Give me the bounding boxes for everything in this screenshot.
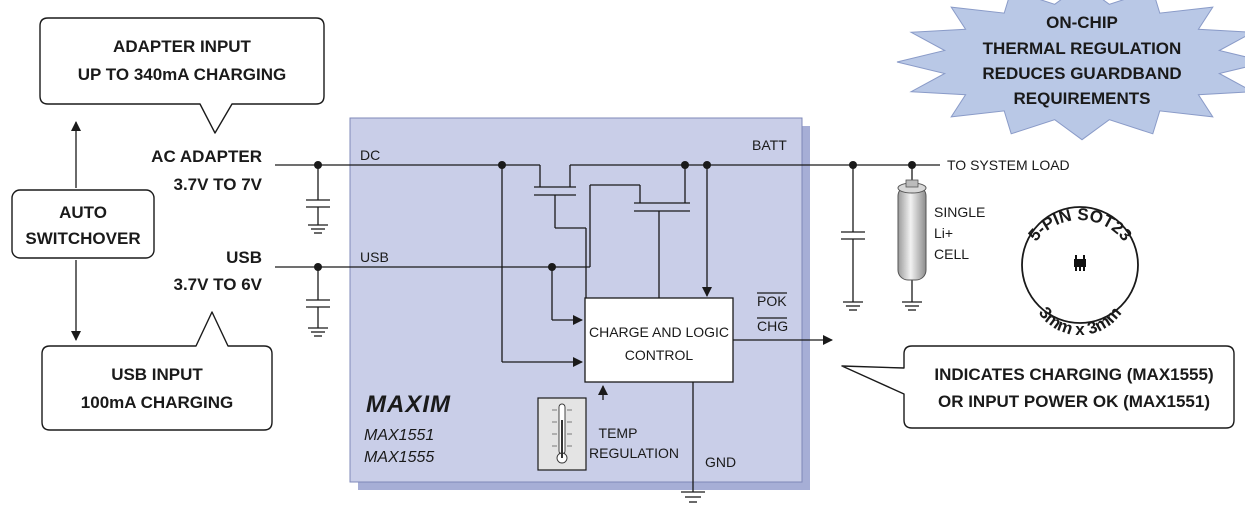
batt-pin-label: BATT	[752, 137, 787, 153]
dc-pin-label: DC	[360, 147, 380, 163]
package-badge: 5-PIN SOT23 3mm x 3mm	[1021, 205, 1139, 339]
auto-switchover-line-2: SWITCHOVER	[25, 229, 140, 248]
usb-input-callout: USB INPUT 100mA CHARGING	[41, 311, 273, 431]
ac-adapter-label: AC ADAPTER	[151, 147, 262, 166]
adapter-input-line-2: UP TO 340mA CHARGING	[78, 65, 286, 84]
starburst-line-1: ON-CHIP	[1046, 13, 1118, 32]
starburst-callout: ON-CHIP THERMAL REGULATION REDUCES GUARD…	[896, 0, 1245, 141]
system-load-label: TO SYSTEM LOAD	[947, 157, 1070, 173]
battery-icon	[897, 179, 927, 281]
adapter-input-callout: ADAPTER INPUT UP TO 340mA CHARGING	[39, 17, 325, 134]
adapter-input-line-1: ADAPTER INPUT	[113, 37, 252, 56]
circuit-wires	[275, 164, 940, 503]
auto-switchover-callout: AUTO SWITCHOVER	[11, 189, 155, 259]
usb-input-line-1: USB INPUT	[111, 365, 203, 384]
part-max1551: MAX1551	[364, 427, 434, 444]
chg-pin-label: CHG	[757, 318, 788, 334]
starburst-shape	[896, 0, 1245, 141]
usb-pin-label: USB	[360, 249, 389, 265]
starburst-line-2: THERMAL REGULATION	[983, 39, 1182, 58]
maxim-logo: MAXIM	[366, 391, 451, 418]
starburst-line-3: REDUCES GUARDBAND	[982, 64, 1181, 83]
auto-switchover-line-1: AUTO	[59, 203, 107, 222]
control-line-2: CONTROL	[625, 347, 694, 363]
usb-label: USB	[226, 248, 262, 267]
part-max1555: MAX1555	[364, 449, 434, 466]
usb-input-line-2: 100mA CHARGING	[81, 393, 233, 412]
cell-label-line-2: Li+	[934, 225, 953, 241]
temp-label-line-2: REGULATION	[589, 445, 679, 461]
usb-range: 3.7V TO 6V	[173, 275, 262, 294]
indicates-callout: INDICATES CHARGING (MAX1555) OR INPUT PO…	[841, 345, 1235, 429]
temp-label-line-1: TEMP	[599, 425, 638, 441]
ac-adapter-range: 3.7V TO 7V	[173, 175, 262, 194]
thermometer-icon	[537, 397, 587, 471]
indicates-line-2: OR INPUT POWER OK (MAX1551)	[938, 392, 1210, 411]
cell-label-line-3: CELL	[934, 246, 969, 262]
cell-label-line-1: SINGLE	[934, 204, 985, 220]
charge-logic-block: CHARGE AND LOGIC CONTROL	[584, 297, 734, 383]
starburst-line-4: REQUIREMENTS	[1014, 89, 1151, 108]
control-line-1: CHARGE AND LOGIC	[589, 324, 729, 340]
junction-dots	[314, 161, 916, 271]
pok-pin-label: POK	[757, 293, 787, 309]
gnd-pin-label: GND	[705, 454, 736, 470]
sot23-chip-icon	[1074, 255, 1086, 271]
indicates-line-1: INDICATES CHARGING (MAX1555)	[934, 365, 1213, 384]
